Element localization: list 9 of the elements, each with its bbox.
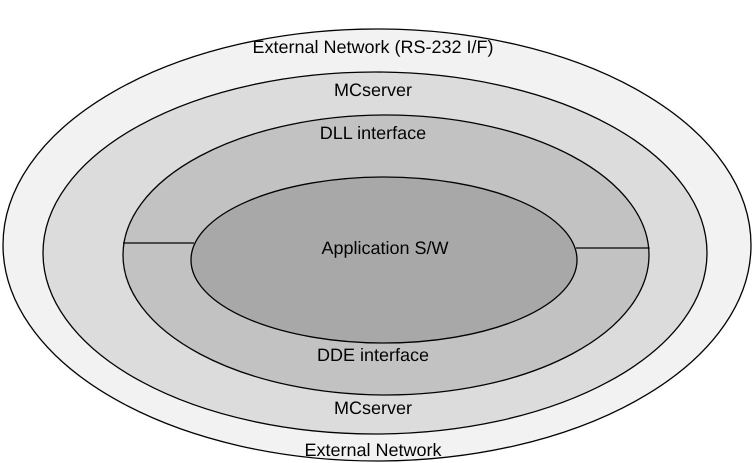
- connector-line: [576, 247, 650, 249]
- layer-label: DLL interface: [320, 123, 426, 143]
- layer-label: DDE interface: [316, 345, 430, 365]
- layer-label: MCserver: [334, 398, 412, 418]
- connector-line: [122, 242, 194, 244]
- layer-label: External Network (RS-232 I/F): [252, 37, 494, 57]
- layer-label: External Network: [304, 440, 442, 460]
- layer-label: Application S/W: [321, 238, 449, 258]
- layer-label: MCserver: [334, 80, 412, 100]
